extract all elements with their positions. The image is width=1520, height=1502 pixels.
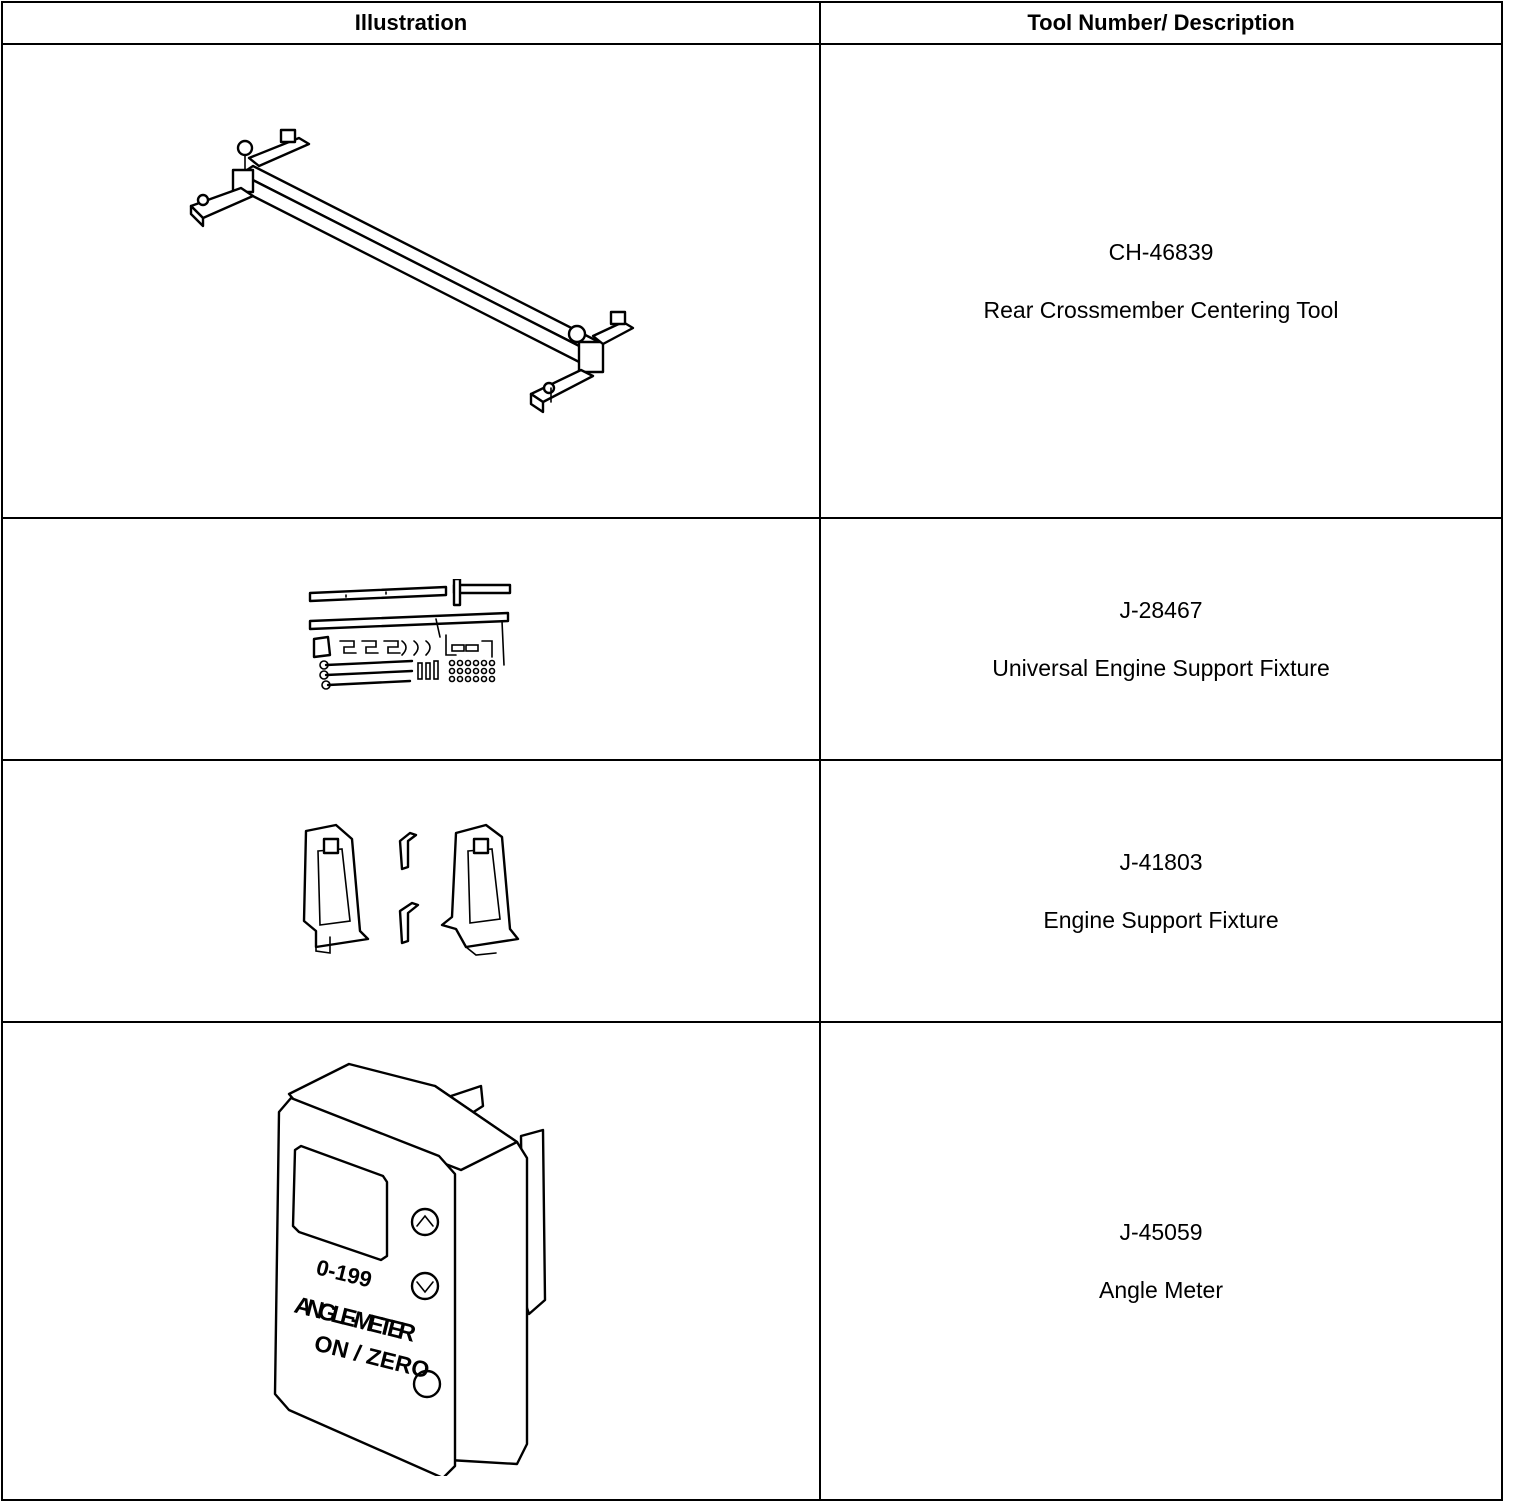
illustration-cell xyxy=(1,43,821,519)
illustration-column-header: Illustration xyxy=(1,1,821,45)
description-cell: J-45059 Angle Meter xyxy=(819,1021,1503,1501)
illustration-cell: 0-199 ANGLE-METER ON / ZERO xyxy=(1,1021,821,1501)
illustration-cell xyxy=(1,517,821,761)
table-row: 0-199 ANGLE-METER ON / ZERO J-45059 Angl… xyxy=(1,1021,1503,1501)
tool-number: J-28467 xyxy=(1119,596,1203,623)
engine-support-brackets-icon xyxy=(302,823,520,956)
tool-description: Universal Engine Support Fixture xyxy=(992,654,1330,681)
tool-number: J-41803 xyxy=(1119,848,1203,875)
table-row: CH-46839 Rear Crossmember Centering Tool xyxy=(1,43,1503,519)
tool-description: Angle Meter xyxy=(1098,1276,1223,1303)
description-cell: J-41803 Engine Support Fixture xyxy=(819,759,1503,1023)
engine-support-fixture-kit-icon xyxy=(308,579,512,690)
table-row: J-41803 Engine Support Fixture xyxy=(1,759,1503,1023)
description-cell: CH-46839 Rear Crossmember Centering Tool xyxy=(819,43,1503,519)
angle-meter-icon: 0-199 ANGLE-METER ON / ZERO xyxy=(273,1062,547,1476)
crossmember-centering-tool-icon xyxy=(189,128,635,414)
description-column-header: Tool Number/ Description xyxy=(819,1,1503,45)
table-row: J-28467 Universal Engine Support Fixture xyxy=(1,517,1503,761)
illustration-cell xyxy=(1,759,821,1023)
table-header-row: Illustration Tool Number/ Description xyxy=(1,1,1503,45)
tool-number: J-45059 xyxy=(1119,1218,1203,1245)
tool-description: Engine Support Fixture xyxy=(1043,906,1279,933)
tool-description: Rear Crossmember Centering Tool xyxy=(983,296,1339,323)
description-cell: J-28467 Universal Engine Support Fixture xyxy=(819,517,1503,761)
tool-number: CH-46839 xyxy=(1108,238,1214,265)
